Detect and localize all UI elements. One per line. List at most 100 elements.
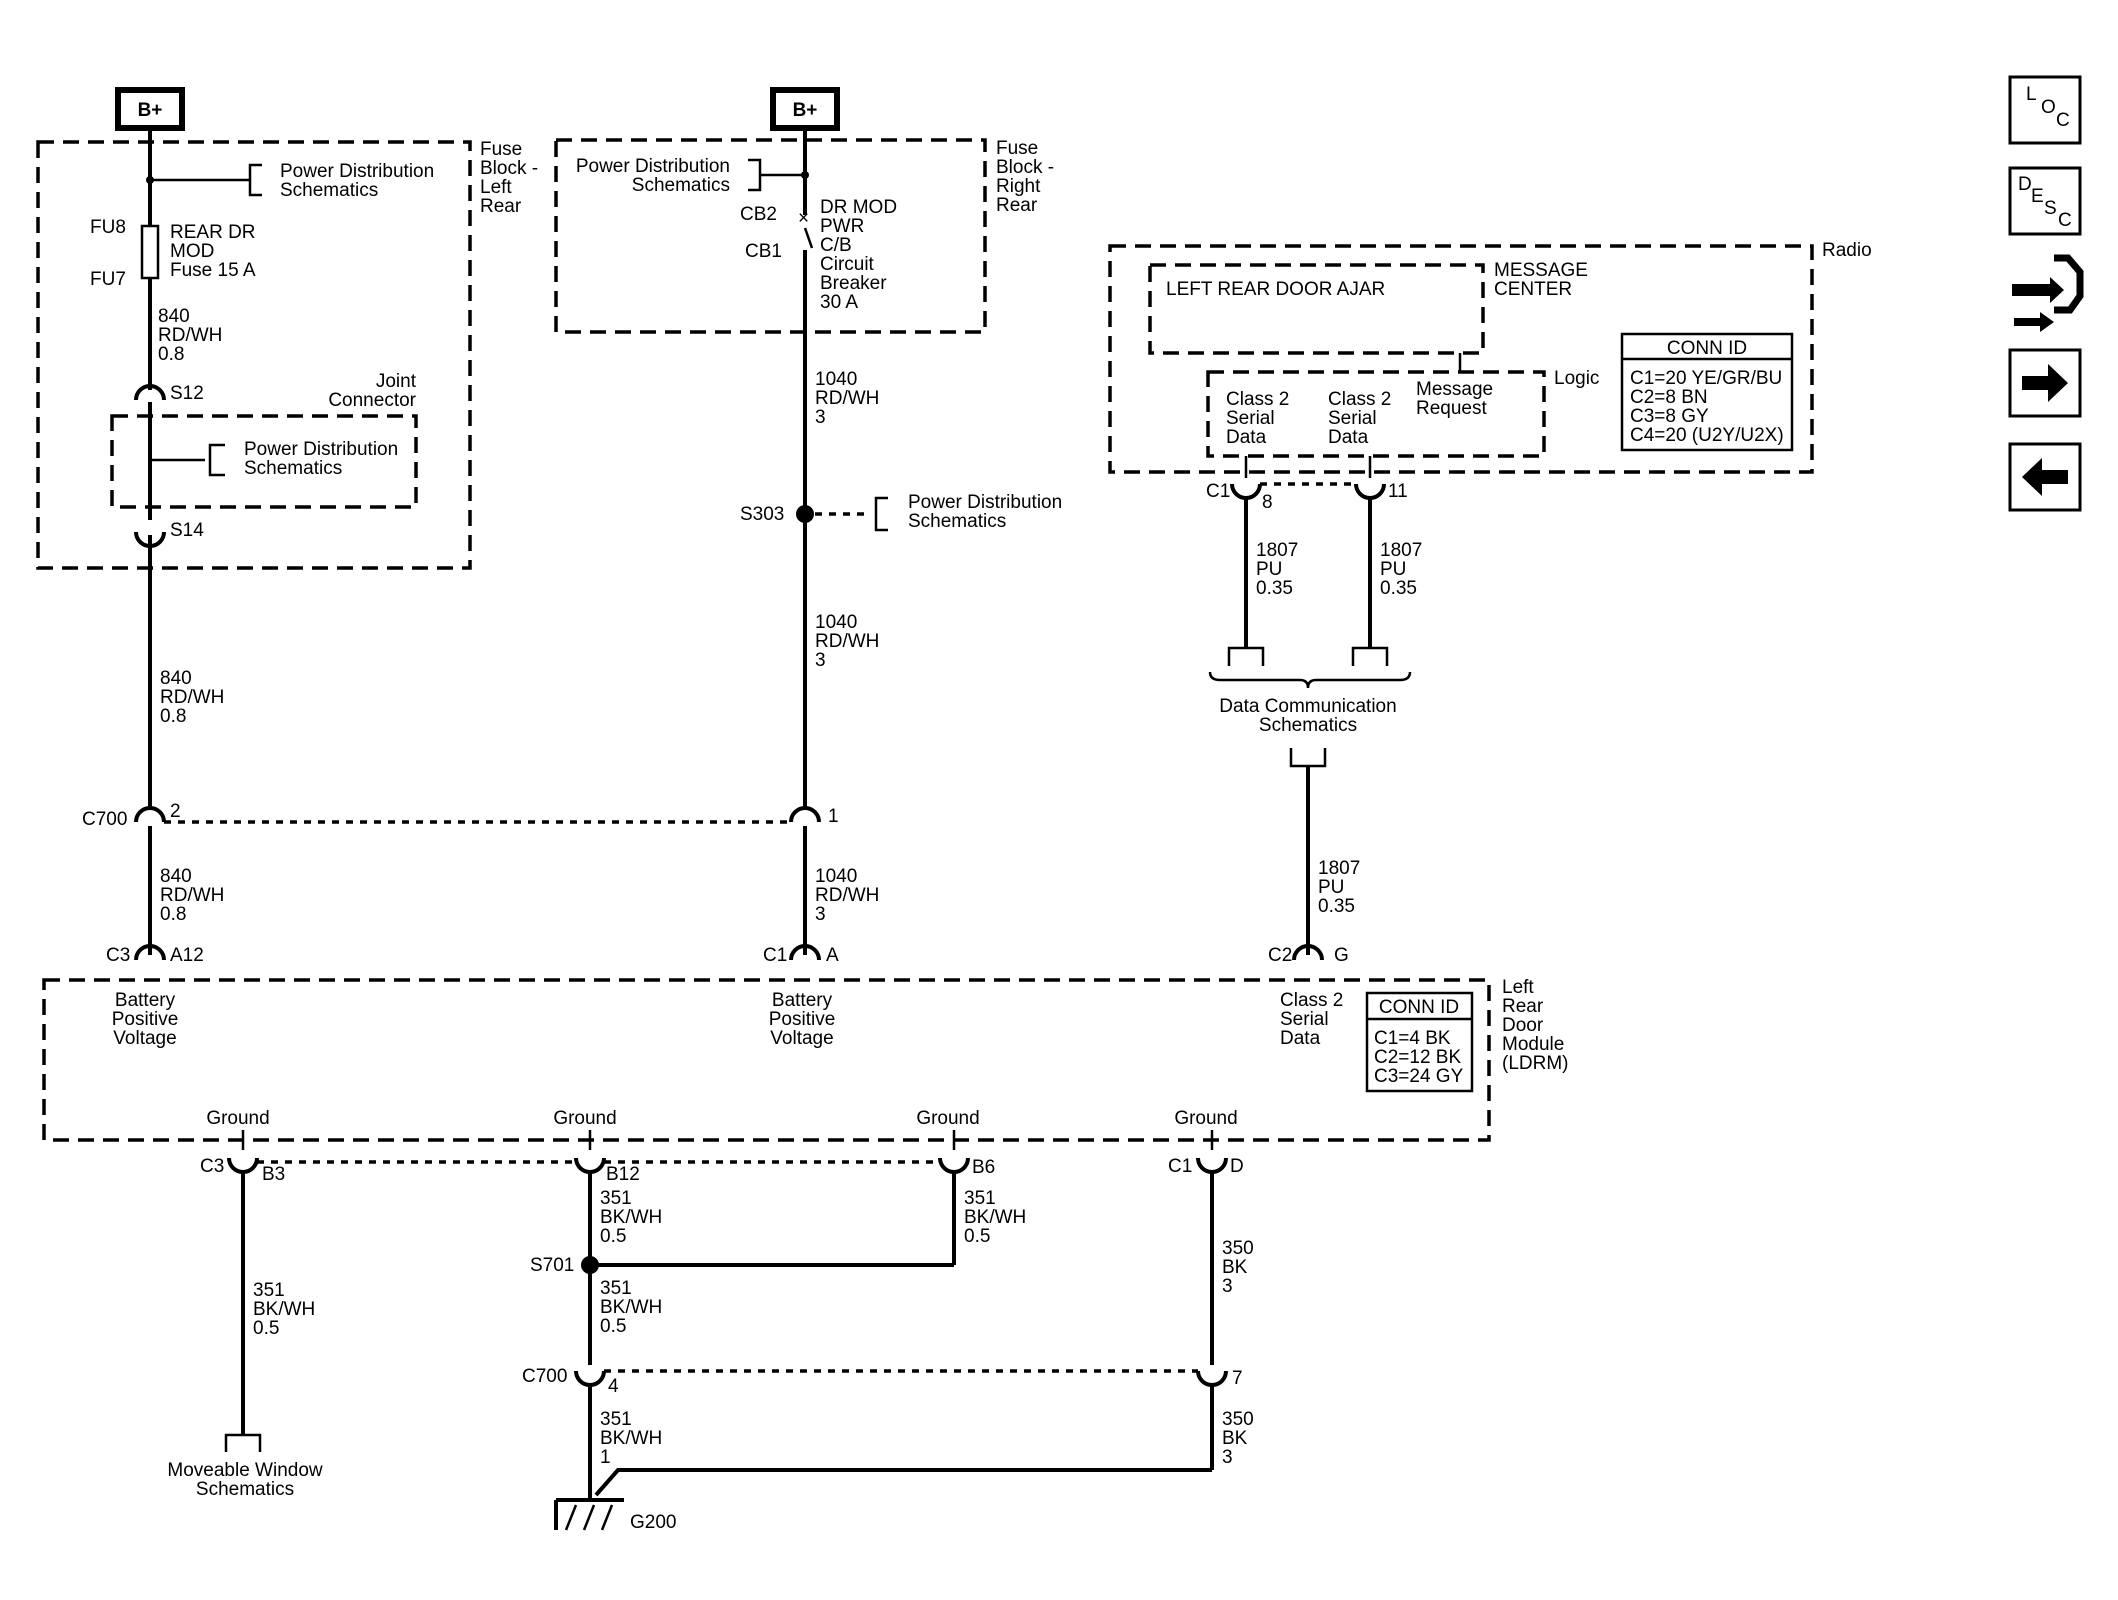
ground-pin-label-3: B6 <box>972 1157 995 1178</box>
svg-text:E: E <box>2031 186 2044 207</box>
svg-text:840: 840 <box>160 668 192 689</box>
ground-label-1: Ground <box>206 1108 269 1129</box>
svg-text:RD/WH: RD/WH <box>815 388 879 409</box>
fuse-block-left-boundary <box>36 140 472 570</box>
svg-text:Joint: Joint <box>376 371 417 392</box>
ldrm-battery-a: Battery Positive Voltage <box>112 990 179 1049</box>
svg-text:1040: 1040 <box>815 612 857 633</box>
ground-pin-label-4: D <box>1230 1156 1244 1177</box>
svg-text:C: C <box>2056 110 2070 131</box>
svg-text:0.35: 0.35 <box>1380 578 1417 599</box>
cb-bottom-label: CB1 <box>745 241 782 262</box>
forward-button[interactable] <box>2008 348 2082 418</box>
svg-text:1807: 1807 <box>1318 858 1360 879</box>
connector-tool-icon[interactable] <box>2012 254 2084 332</box>
radio-class2-b: Class 2 Serial Data <box>1328 389 1391 448</box>
svg-text:CONN ID: CONN ID <box>1667 338 1747 359</box>
svg-text:Left: Left <box>480 177 512 198</box>
c700-bottom-pin-4 <box>574 1370 606 1387</box>
svg-text:(LDRM): (LDRM) <box>1502 1053 1569 1074</box>
svg-text:Battery: Battery <box>772 990 833 1011</box>
svg-text:0.8: 0.8 <box>160 904 186 925</box>
svg-text:Class 2: Class 2 <box>1226 389 1289 410</box>
ground-pin-d <box>1196 1157 1228 1174</box>
svg-text:L: L <box>2026 84 2037 105</box>
svg-text:0.5: 0.5 <box>600 1316 626 1337</box>
svg-text:Serial: Serial <box>1280 1009 1329 1030</box>
ground-pin-b3 <box>227 1157 259 1174</box>
svg-text:Data: Data <box>1328 427 1369 448</box>
fuse-block-right-title: Fuse Block - Right Rear <box>996 138 1054 216</box>
svg-text:Rear: Rear <box>996 195 1038 216</box>
fuse-top-label: FU8 <box>90 217 126 238</box>
svg-text:Serial: Serial <box>1328 408 1377 429</box>
radio-pin-a: 8 <box>1262 492 1273 513</box>
splice-s303-dot <box>796 505 814 523</box>
svg-text:C: C <box>2058 210 2072 231</box>
svg-text:S: S <box>2044 198 2057 219</box>
svg-text:BK/WH: BK/WH <box>600 1297 662 1318</box>
svg-text:Left: Left <box>1502 977 1534 998</box>
bplus-left: B+ <box>115 87 185 131</box>
svg-text:Data: Data <box>1280 1028 1321 1049</box>
radio-pin-11 <box>1354 483 1386 500</box>
fuse-block-left-title: Fuse Block - Left Rear <box>480 139 538 217</box>
arrow-left-icon <box>2022 458 2068 496</box>
wire-label-350-a: 350 BK 3 <box>1222 1238 1254 1297</box>
svg-text:C/B: C/B <box>820 235 852 256</box>
radio-conn-id-table: CONN ID C1=20 YE/GR/BU C2=8 BN C3=8 GY C… <box>1620 332 1794 452</box>
logic-box <box>1206 370 1546 458</box>
ldrm-conn-left-pin: A12 <box>170 945 204 966</box>
svg-text:RD/WH: RD/WH <box>160 885 224 906</box>
svg-text:Rear: Rear <box>1502 996 1544 1017</box>
svg-text:Positive: Positive <box>112 1009 179 1030</box>
svg-text:Request: Request <box>1416 398 1487 419</box>
ground-g200-label: G200 <box>630 1512 676 1533</box>
svg-text:RD/WH: RD/WH <box>158 325 222 346</box>
c700-top-pin-2 <box>134 806 166 823</box>
splice-s12-label: S12 <box>170 383 204 404</box>
svg-text:MOD: MOD <box>170 241 214 262</box>
svg-text:3: 3 <box>815 407 826 428</box>
fuse-block-right-boundary <box>554 138 987 334</box>
svg-text:CENTER: CENTER <box>1494 279 1572 300</box>
logic-label: Logic <box>1554 368 1599 389</box>
svg-text:Schematics: Schematics <box>632 175 730 196</box>
svg-text:350: 350 <box>1222 1409 1254 1430</box>
svg-text:351: 351 <box>600 1278 632 1299</box>
svg-text:3: 3 <box>1222 1276 1233 1297</box>
svg-text:RD/WH: RD/WH <box>815 885 879 906</box>
wire-label-351-g: 351 BK/WH 1 <box>600 1409 662 1468</box>
ldrm-conn-center-pin: A <box>826 945 839 966</box>
svg-text:BK/WH: BK/WH <box>964 1207 1026 1228</box>
svg-text:Block -: Block - <box>996 157 1054 178</box>
fuse-right-power-dist: Power Distribution Schematics <box>576 156 730 196</box>
svg-text:0.35: 0.35 <box>1256 578 1293 599</box>
svg-text:RD/WH: RD/WH <box>815 631 879 652</box>
svg-text:30 A: 30 A <box>820 292 858 313</box>
c700-bottom-pin-right: 7 <box>1232 1368 1243 1389</box>
svg-text:PWR: PWR <box>820 216 864 237</box>
wire-label-1040-c: 1040 RD/WH 3 <box>815 866 879 925</box>
wire-label-1807-c: 1807 PU 0.35 <box>1318 858 1360 917</box>
svg-text:×: × <box>798 208 809 229</box>
svg-text:0.8: 0.8 <box>160 706 186 727</box>
back-button[interactable] <box>2008 442 2082 512</box>
svg-text:Schematics: Schematics <box>244 458 342 479</box>
desc-button[interactable]: D E S C <box>2008 166 2082 236</box>
loc-button[interactable]: L O C <box>2008 75 2082 145</box>
radio-connector-label: C1 <box>1206 481 1230 502</box>
svg-text:1807: 1807 <box>1380 540 1422 561</box>
ldrm-conn-right-name: C2 <box>1268 945 1292 966</box>
svg-text:D: D <box>2018 174 2032 195</box>
svg-text:351: 351 <box>600 1188 632 1209</box>
wire-label-351-d: 351 BK/WH 0.5 <box>600 1278 662 1337</box>
fuse-bottom-label: FU7 <box>90 269 126 290</box>
svg-text:0.5: 0.5 <box>600 1226 626 1247</box>
svg-text:Fuse 15 A: Fuse 15 A <box>170 260 256 281</box>
c700-top-pin-right: 1 <box>828 806 839 827</box>
splice-s12 <box>134 384 166 401</box>
ground-conn-4: C1 <box>1168 1156 1192 1177</box>
svg-text:Voltage: Voltage <box>770 1028 833 1049</box>
svg-text:Serial: Serial <box>1226 408 1275 429</box>
